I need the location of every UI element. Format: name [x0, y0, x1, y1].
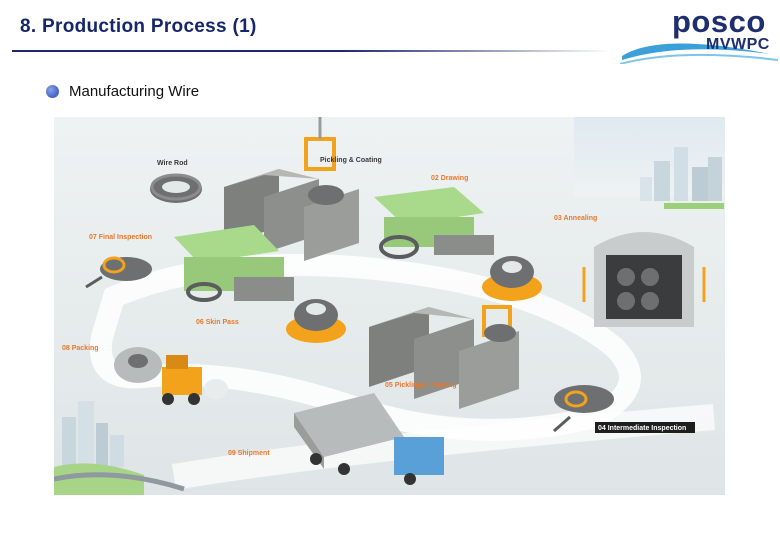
- intermediate-inspection-badge: [595, 422, 695, 433]
- section-subtitle: Manufacturing Wire: [69, 83, 200, 100]
- pickling-tanks-top-icon: [224, 117, 359, 261]
- posco-logo: posco MVWPC: [620, 2, 780, 64]
- page-title: 8. Production Process (1): [20, 16, 257, 37]
- label-pickling-coating-top: Pickling & Coating: [320, 157, 382, 164]
- title-divider: [12, 50, 612, 52]
- annealing-furnace-icon: [582, 232, 706, 327]
- intermediate-inspection-coil-icon: [553, 385, 614, 433]
- coil-stand-center-icon: [286, 299, 346, 343]
- packing-forklift-icon: [114, 347, 228, 405]
- bullet-icon: [46, 85, 59, 98]
- production-process-diagram: Wire Rod Pickling & Coating 02 Drawing 0…: [54, 117, 725, 495]
- label-packing: 08 Packing: [62, 345, 99, 352]
- label-drawing: 02 Drawing: [431, 175, 468, 182]
- city-buildings-left-icon: [54, 401, 185, 495]
- label-final-inspection: 07 Final Inspection: [89, 234, 152, 241]
- final-inspection-coil-icon: [85, 256, 152, 289]
- logo-swoosh-icon: [620, 43, 779, 64]
- pickling-tanks-bottom-icon: [369, 305, 519, 409]
- drawing-machine-top-icon: [374, 187, 494, 259]
- city-buildings-right-icon: [640, 147, 724, 209]
- logo-subtext: MVWPC: [706, 36, 770, 53]
- label-shipment: 09 Shipment: [228, 450, 270, 457]
- coil-stand-mid-icon: [482, 256, 542, 301]
- skin-pass-machine-icon: [174, 225, 294, 302]
- label-skin-pass: 06 Skin Pass: [196, 319, 239, 326]
- label-intermediate-inspection: 04 Intermediate Inspection: [598, 425, 686, 432]
- wire-rod-coil-icon: [150, 173, 202, 203]
- shipment-truck-icon: [294, 393, 444, 485]
- label-annealing: 03 Annealing: [554, 215, 597, 222]
- label-wire-rod: Wire Rod: [157, 160, 188, 167]
- label-pickling-coating-bottom: 05 Pickling & Coating: [385, 382, 457, 389]
- logo-wordmark: posco: [672, 4, 766, 39]
